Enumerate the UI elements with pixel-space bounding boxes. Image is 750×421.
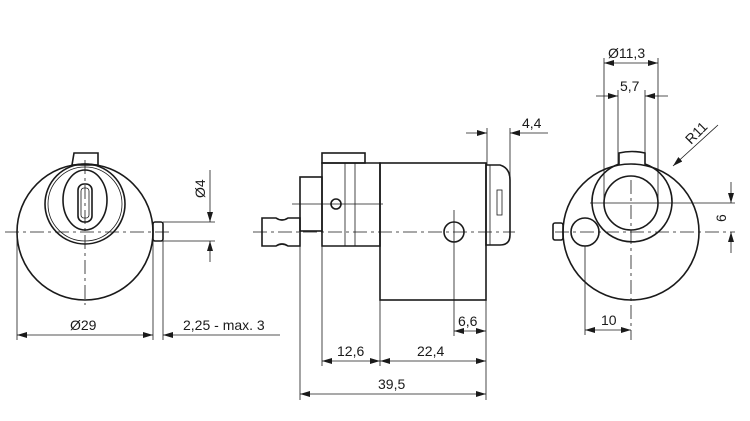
dim-horizontal-offset: 10 xyxy=(601,312,617,328)
dim-front-diameter: Ø29 xyxy=(70,317,97,333)
dim-cap-length: 4,4 xyxy=(522,115,542,131)
small-hole xyxy=(330,198,342,210)
dim-total-length: 39,5 xyxy=(378,376,405,392)
dim-keyway-width: 5,7 xyxy=(620,78,640,94)
back-cap xyxy=(485,164,511,246)
nut-cap xyxy=(321,152,366,164)
dim-cam-radius: R11 xyxy=(682,118,711,147)
dim-vertical-offset: 6 xyxy=(713,214,729,222)
cam-ring xyxy=(591,150,673,243)
dim-nut-length: 12,6 xyxy=(337,343,364,359)
dim-pin-diameter: Ø4 xyxy=(192,179,208,198)
keyhole-ring xyxy=(62,169,108,231)
rear-pin xyxy=(552,222,564,241)
dim-bore-diameter: Ø11,3 xyxy=(608,45,645,61)
dim-hole-offset: 6,6 xyxy=(458,313,478,329)
pin xyxy=(152,221,164,242)
body xyxy=(379,162,487,301)
key-slot xyxy=(77,183,93,223)
rear-view: Ø11,3 5,7 R11 6 10 xyxy=(552,45,735,340)
key-plug xyxy=(44,163,126,245)
dim-body-length: 22,4 xyxy=(417,343,444,359)
dim-pin-protrusion: 2,25 - max. 3 xyxy=(183,317,265,333)
side-view: 4,4 6,6 12,6 22,4 39,5 xyxy=(253,115,548,400)
front-view: Ø4 Ø29 2,25 - max. 3 xyxy=(5,152,280,340)
